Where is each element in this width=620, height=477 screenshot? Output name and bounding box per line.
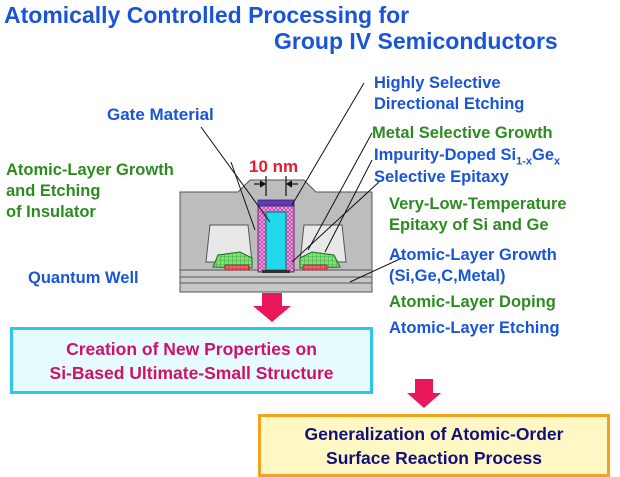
gate-oxide [262, 270, 290, 273]
box-line: Generalization of Atomic-Order [304, 423, 564, 444]
label-atomic-layer-doping: Atomic-Layer Doping [389, 293, 556, 311]
label-quantum-well: Quantum Well [28, 269, 139, 287]
title-line-2: Group IV Semiconductors [274, 28, 558, 54]
label-atomic-layer-growth-insulator: Atomic-Layer Growth and Etching of Insul… [6, 160, 174, 223]
label-atomic-layer-growth: Atomic-Layer Growth (Si,Ge,C,Metal) [389, 245, 557, 287]
down-arrow-1 [253, 293, 291, 322]
label-line: (Si,Ge,C,Metal) [389, 267, 506, 285]
label-line: Atomic-Layer Growth [6, 161, 174, 179]
label-very-low-temp: Very-Low-Temperature Epitaxy of Si and G… [389, 194, 567, 236]
label-subscript: x [554, 155, 561, 168]
left-doped-region [224, 264, 250, 271]
generalization-box: Generalization of Atomic-Order Surface R… [258, 414, 610, 477]
label-line: Directional Etching [374, 95, 525, 113]
label-line: Atomic-Layer Growth [389, 246, 557, 264]
leader-lines [200, 82, 403, 283]
box-line: Surface Reaction Process [326, 447, 542, 468]
creation-box: Creation of New Properties on Si-Based U… [10, 327, 373, 394]
label-part: Ge [532, 146, 555, 164]
label-atomic-layer-etching: Atomic-Layer Etching [389, 319, 560, 337]
label-line: and Etching [6, 182, 101, 200]
substrate-layers [179, 269, 373, 293]
label-impurity-doped: Impurity-Doped Si1-xGex [374, 145, 560, 172]
box-line: Si-Based Ultimate-Small Structure [49, 362, 334, 383]
box-line: Creation of New Properties on [66, 338, 317, 359]
label-dimension: 10 nm [249, 157, 299, 176]
label-metal-selective-growth: Metal Selective Growth [372, 124, 553, 142]
label-line: Very-Low-Temperature [389, 195, 567, 213]
label-highly-selective: Highly Selective Directional Etching [374, 73, 524, 115]
right-doped-region [302, 264, 328, 271]
dimension-marker [254, 176, 298, 196]
label-line: Highly Selective [374, 74, 501, 92]
label-line: Epitaxy of Si and Ge [389, 216, 549, 234]
label-part: Impurity-Doped Si [374, 146, 517, 164]
label-gate-material: Gate Material [107, 105, 214, 124]
down-arrow-2 [407, 379, 441, 408]
title-line-1: Atomically Controlled Processing for [4, 2, 410, 28]
right-epitaxy [299, 251, 341, 269]
gate-top-bar [257, 199, 295, 207]
label-line: of Insulator [6, 203, 96, 221]
label-selective-epitaxy: Selective Epitaxy [374, 168, 509, 186]
label-subscript: 1-x [516, 155, 532, 168]
